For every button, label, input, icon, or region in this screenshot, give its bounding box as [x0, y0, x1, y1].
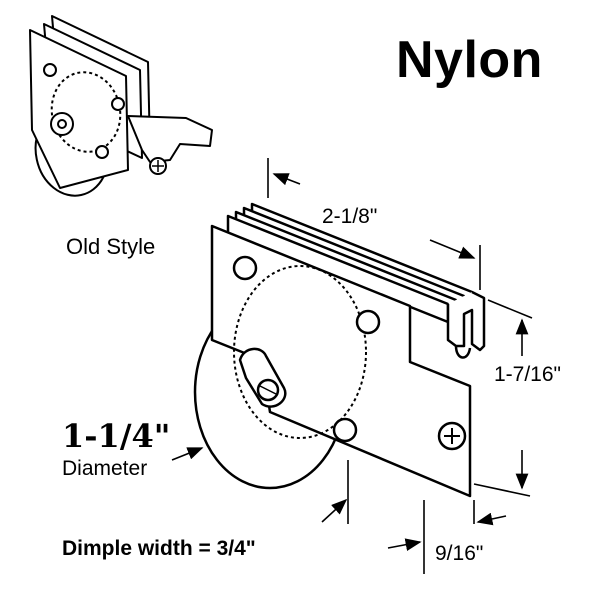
- width-dimension-label: 2-1/8": [322, 205, 378, 228]
- product-title: Nylon: [396, 31, 543, 89]
- diameter-value-label: 1-1/4": [62, 417, 171, 455]
- old-style-label: Old Style: [66, 234, 156, 259]
- depth-dimension-label: 9/16": [435, 542, 484, 565]
- diameter-caption-label: Diameter: [62, 457, 148, 480]
- dimension-lines: [171, 158, 533, 574]
- roller-assembly-drawing: [193, 202, 486, 498]
- old-style-roller-drawing: [29, 15, 213, 197]
- height-dimension-label: 1-7/16": [494, 363, 561, 386]
- dimple-width-label: Dimple width = 3/4": [62, 537, 256, 560]
